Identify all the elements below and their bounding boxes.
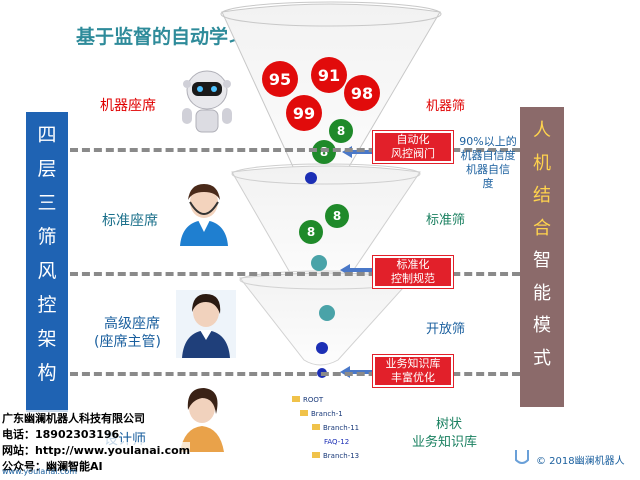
blue-ball-1 xyxy=(305,172,317,184)
standard-seat-label: 标准座席 xyxy=(102,213,158,229)
tree-branch1: Branch-1 xyxy=(300,410,343,418)
right-char: 智 xyxy=(533,250,551,271)
note-line2: 机器自信度 xyxy=(460,149,516,162)
machine-seat-label: 机器座席 xyxy=(100,98,156,114)
score-ball-91: 91 xyxy=(311,57,347,93)
tree-faq: FAQ-12 xyxy=(324,438,350,446)
folder-icon xyxy=(312,452,320,458)
footer-company: 广东幽澜机器人科技有限公司 xyxy=(2,410,145,426)
footer-phone: 电话：18902303196 xyxy=(2,426,120,442)
teal-ball-1 xyxy=(311,255,327,271)
open-sieve-label: 开放筛 xyxy=(426,322,466,337)
left-char: 构 xyxy=(37,362,57,384)
funnel-upper-rim xyxy=(220,1,442,27)
auto-risk-valve-box: 自动化 风控阀门 xyxy=(373,131,453,163)
kb-optimize-box: 业务知识库 丰富优化 xyxy=(373,355,453,387)
confidence-note: 90%以上的 机器自信度 机器自信 度 xyxy=(454,135,522,191)
left-char: 四 xyxy=(37,124,57,146)
tree-root: ROOT xyxy=(292,396,323,404)
robot-icon xyxy=(182,70,232,133)
note-line4: 度 xyxy=(482,177,494,190)
right-char: 合 xyxy=(533,217,551,239)
note-line1: 90%以上的 xyxy=(459,135,517,148)
standard-sieve-label: 标准筛 xyxy=(426,213,466,228)
separator-3 xyxy=(70,372,520,376)
tree-kb-label-2: 业务知识库 xyxy=(412,435,478,450)
senior-agent-photo xyxy=(176,290,236,358)
std-box-line2: 控制规范 xyxy=(391,272,435,285)
green-ball-4: 8 xyxy=(299,220,323,244)
footer-watermark: www.youlanai.com xyxy=(2,467,78,476)
tree-kb-label-1: 树状 xyxy=(436,417,463,432)
right-char: 机 xyxy=(533,152,551,174)
senior-seat-label-1: 高级座席 xyxy=(104,316,160,332)
left-char: 控 xyxy=(37,294,57,316)
std-box-line1: 标准化 xyxy=(396,258,430,271)
right-char: 人 xyxy=(533,120,551,141)
right-bar-text: 人 机 结 合 智 能 模 式 xyxy=(520,115,564,375)
blue-ball-2 xyxy=(316,342,328,354)
score-ball-95: 95 xyxy=(262,61,298,97)
auto-box-line2: 风控阀门 xyxy=(391,147,435,160)
right-char: 能 xyxy=(533,282,551,304)
standard-control-box: 标准化 控制规范 xyxy=(373,256,453,288)
left-char: 架 xyxy=(37,328,57,350)
footer-website: 网站：http://www.youlanai.com xyxy=(2,442,191,458)
right-bar xyxy=(520,107,564,407)
machine-sieve-label: 机器筛 xyxy=(426,99,466,114)
kb-box-line1: 业务知识库 xyxy=(385,357,441,370)
designer-photo xyxy=(180,388,224,452)
kb-box-line2: 丰富优化 xyxy=(391,371,435,384)
right-char: 结 xyxy=(533,185,551,206)
score-ball-99: 99 xyxy=(286,95,322,131)
green-ball-3: 8 xyxy=(325,204,349,228)
separator-1 xyxy=(70,148,520,152)
left-char: 筛 xyxy=(37,226,57,248)
green-ball-1: 8 xyxy=(329,119,353,143)
folder-icon xyxy=(312,424,320,430)
left-bar xyxy=(26,112,68,412)
folder-icon xyxy=(300,410,308,416)
tree-branch11: Branch-11 xyxy=(312,424,359,432)
tree-branch13: Branch-13 xyxy=(312,452,359,460)
left-bar-text: 四 层 三 筛 风 控 架 构 xyxy=(26,118,68,390)
kb-tree: ROOT Branch-1 Branch-11 FAQ-12 Branch-13 xyxy=(292,396,382,466)
right-char: 模 xyxy=(533,315,551,336)
right-char: 式 xyxy=(533,347,551,369)
auto-box-line1: 自动化 xyxy=(396,133,430,146)
funnel-middle-rim xyxy=(231,163,421,185)
senior-seat-label-2: (座席主管) xyxy=(94,334,161,350)
teal-ball-2 xyxy=(319,305,335,321)
separator-2 xyxy=(70,272,520,276)
green-ball-2: 8 xyxy=(312,140,336,164)
footer-wechat: 公众号：幽澜智能AI xyxy=(2,458,103,474)
agent-icon xyxy=(180,184,228,246)
note-line3: 机器自信 xyxy=(466,163,510,176)
left-char: 层 xyxy=(37,158,57,180)
score-ball-98: 98 xyxy=(344,75,380,111)
copyright: © 2018幽澜机器人 xyxy=(536,456,625,467)
left-char: 风 xyxy=(37,260,57,282)
left-char: 三 xyxy=(37,192,57,214)
brand-logo-icon xyxy=(515,450,529,464)
folder-icon xyxy=(292,396,300,402)
